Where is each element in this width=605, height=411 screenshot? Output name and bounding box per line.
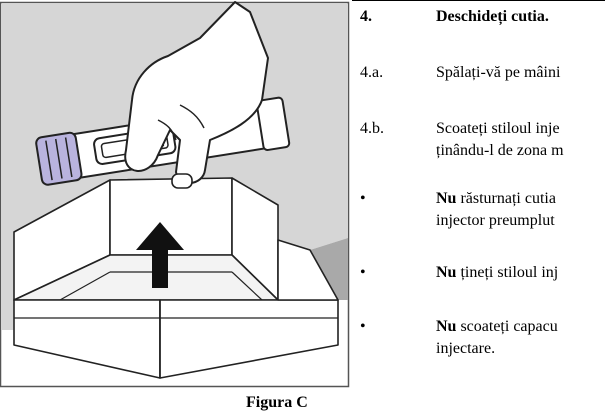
step-number: 4.	[360, 8, 372, 25]
instruction-steps: 4. Deschideți cutia. 4.a. Spălați-vă pe …	[352, 0, 605, 409]
warning-emphasis: Nu	[436, 318, 457, 335]
warning-text: Nu țineți stiloul inj	[436, 262, 558, 284]
warning-emphasis: Nu	[436, 264, 457, 281]
bullet: •	[360, 318, 366, 335]
warning-text-line-1: țineți stiloul inj	[456, 264, 559, 281]
bullet: •	[360, 264, 366, 281]
up-arrow-icon	[136, 222, 184, 288]
bullet: •	[360, 190, 366, 207]
step-text: Deschideți cutia.	[436, 8, 549, 25]
warning-text-line-2: injectare.	[436, 340, 496, 357]
warning-text-line-2: injector preumplut	[436, 212, 555, 229]
figure-caption: Figura C	[246, 394, 308, 411]
figure-c-illustration	[0, 1, 350, 388]
step-text-line-2: ținându-l de zona m	[436, 142, 564, 159]
step-number: 4.b.	[360, 120, 384, 137]
remove-pen-illustration	[0, 1, 350, 388]
step-text: Spălați-vă pe mâini	[436, 64, 561, 81]
warning-text: Nu răsturnați cutia injector preumplut	[436, 188, 556, 232]
warning-emphasis: Nu	[436, 190, 457, 207]
box-icon	[13, 177, 339, 379]
step-number: 4.a.	[360, 64, 384, 81]
warning-text-line-1: răsturnați cutia	[456, 190, 556, 207]
table-top-border	[352, 0, 605, 1]
step-text-line-1: Scoateți stiloul inje	[436, 120, 560, 137]
hand-icon	[124, 1, 269, 189]
warning-text: Nu scoateți capacu injectare.	[436, 316, 558, 360]
step-text: Scoateți stiloul inje ținându-l de zona …	[436, 118, 564, 162]
warning-text-line-1: scoateți capacu	[456, 318, 558, 335]
